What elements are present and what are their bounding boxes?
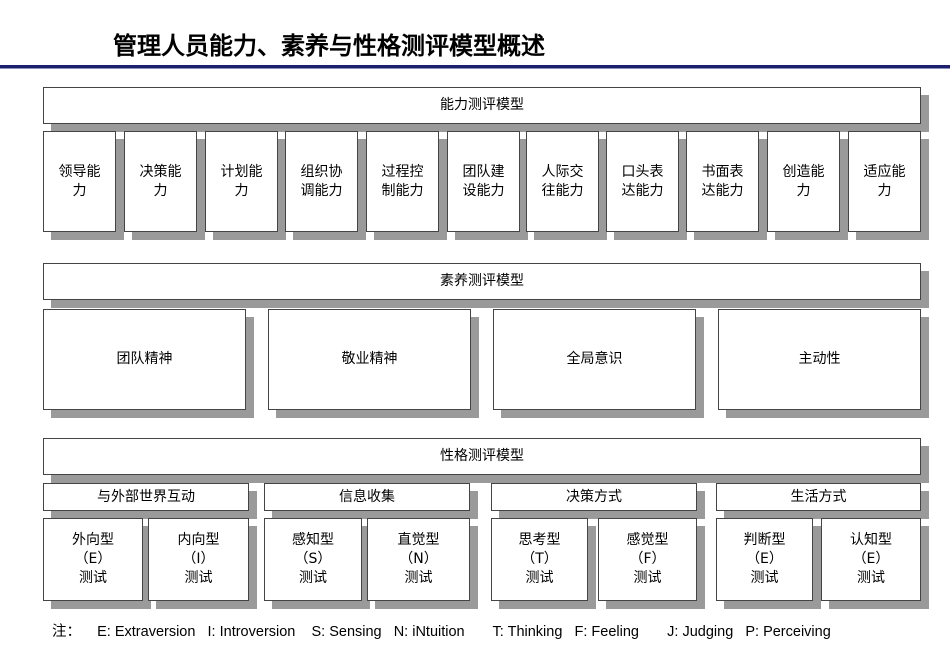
box-text: 直觉型 xyxy=(397,532,440,548)
personality-type-test: 判断型 （E） 测试 xyxy=(716,518,813,601)
box-text: 测试 xyxy=(750,570,779,586)
box-text: 内向型 xyxy=(177,532,220,548)
ability-item: 团队建设能力 xyxy=(447,131,520,232)
box-text: 敬业精神 xyxy=(341,351,398,367)
box-text: 力 xyxy=(796,182,811,199)
box-text: 达能力 xyxy=(621,182,664,199)
personality-dimension: 信息收集 xyxy=(264,483,470,511)
ability-item: 书面表达能力 xyxy=(686,131,759,232)
box-text: 测试 xyxy=(525,570,554,586)
box-text: 测试 xyxy=(404,570,433,586)
box-text: 主动性 xyxy=(798,351,841,367)
box-text: 力 xyxy=(234,182,249,199)
personality-type-test: 外向型 （E） 测试 xyxy=(43,518,143,601)
box-text: 测试 xyxy=(299,570,327,586)
box-text: 团队精神 xyxy=(116,351,173,367)
ability-item: 适应能力 xyxy=(848,131,921,232)
box-text: 调能力 xyxy=(300,182,343,199)
literacy-item: 全局意识 xyxy=(493,309,696,410)
box-text: 测试 xyxy=(633,570,662,586)
box-text: 创造能 xyxy=(782,163,825,180)
box-text: 达能力 xyxy=(701,182,744,199)
box-text: 力 xyxy=(72,182,87,199)
box-text: 力 xyxy=(877,182,892,199)
box-text: 口头表 xyxy=(621,163,664,180)
ability-item: 过程控制能力 xyxy=(366,131,439,232)
box-text: 测试 xyxy=(184,570,213,586)
box-text: 外向型 xyxy=(72,532,114,548)
box-text: 往能力 xyxy=(541,182,584,199)
box-text: 适应能 xyxy=(863,163,906,180)
box-text: （I） xyxy=(182,551,215,567)
box-text: （E） xyxy=(746,551,783,567)
personality-type-test: 内向型 （I） 测试 xyxy=(148,518,249,601)
box-text: 制能力 xyxy=(381,182,424,199)
note-label: 注： xyxy=(52,624,81,640)
legend-note: 注： E: Extraversion I: Introversion S: Se… xyxy=(52,620,831,641)
box-text: （E） xyxy=(852,551,890,567)
literacy-item: 团队精神 xyxy=(43,309,246,410)
personality-type-test: 感觉型 （F） 测试 xyxy=(598,518,697,601)
box-text: 书面表 xyxy=(701,163,744,180)
ability-item: 人际交往能力 xyxy=(526,131,599,232)
ability-item: 决策能力 xyxy=(124,131,197,232)
personality-type-test: 感知型 （S） 测试 xyxy=(264,518,362,601)
literacy-item: 敬业精神 xyxy=(268,309,471,410)
box-text: 感觉型 xyxy=(626,532,669,548)
ability-item: 计划能力 xyxy=(205,131,278,232)
box-text: 判断型 xyxy=(743,532,786,548)
personality-dimension: 决策方式 xyxy=(491,483,697,511)
box-text: （F） xyxy=(629,551,666,567)
ability-item: 领导能力 xyxy=(43,131,116,232)
box-text: 团队建 xyxy=(462,163,505,180)
box-text: 组织协 xyxy=(300,163,343,180)
personality-dimension: 与外部世界互动 xyxy=(43,483,249,511)
title-divider xyxy=(0,65,950,68)
note-text: E: Extraversion I: Introversion S: Sensi… xyxy=(97,624,831,640)
personality-type-test: 直觉型 （N） 测试 xyxy=(367,518,470,601)
personality-type-test: 思考型 （T） 测试 xyxy=(491,518,588,601)
box-text: 认知型 xyxy=(850,532,892,548)
box-text: 素养测评模型 xyxy=(440,273,524,289)
box-text: 过程控 xyxy=(381,163,424,180)
box-text: 生活方式 xyxy=(790,488,847,505)
box-text: （T） xyxy=(521,551,558,567)
box-text: （S） xyxy=(294,551,332,567)
personality-dimension: 生活方式 xyxy=(716,483,921,511)
box-text: （E） xyxy=(74,551,112,567)
box-text: 测试 xyxy=(79,570,107,586)
box-text: 人际交 xyxy=(541,163,584,180)
box-text: （N） xyxy=(399,551,438,567)
ability-item: 创造能力 xyxy=(767,131,840,232)
box-text: 计划能 xyxy=(220,163,263,180)
literacy-model-header: 素养测评模型 xyxy=(43,263,921,300)
ability-item: 口头表达能力 xyxy=(606,131,679,232)
box-text: 全局意识 xyxy=(566,351,623,367)
box-text: 决策能 xyxy=(139,163,182,180)
box-text: 感知型 xyxy=(292,532,334,548)
title-divider-secondary xyxy=(0,68,950,69)
personality-type-test: 认知型 （E） 测试 xyxy=(821,518,921,601)
page-title: 管理人员能力、素养与性格测评模型概述 xyxy=(113,32,545,60)
box-text: 信息收集 xyxy=(339,488,395,505)
ability-item: 组织协调能力 xyxy=(285,131,358,232)
box-text: 测试 xyxy=(857,570,885,586)
box-text: 领导能 xyxy=(58,163,101,180)
box-text: 决策方式 xyxy=(566,488,622,505)
personality-model-header: 性格测评模型 xyxy=(43,438,921,475)
ability-model-header: 能力测评模型 xyxy=(43,87,921,124)
literacy-item: 主动性 xyxy=(718,309,921,410)
box-text: 与外部世界互动 xyxy=(97,488,195,505)
box-text: 设能力 xyxy=(462,182,505,199)
box-text: 性格测评模型 xyxy=(440,448,524,464)
box-text: 思考型 xyxy=(518,532,561,548)
box-text: 能力测评模型 xyxy=(440,97,524,113)
box-text: 力 xyxy=(153,182,168,199)
